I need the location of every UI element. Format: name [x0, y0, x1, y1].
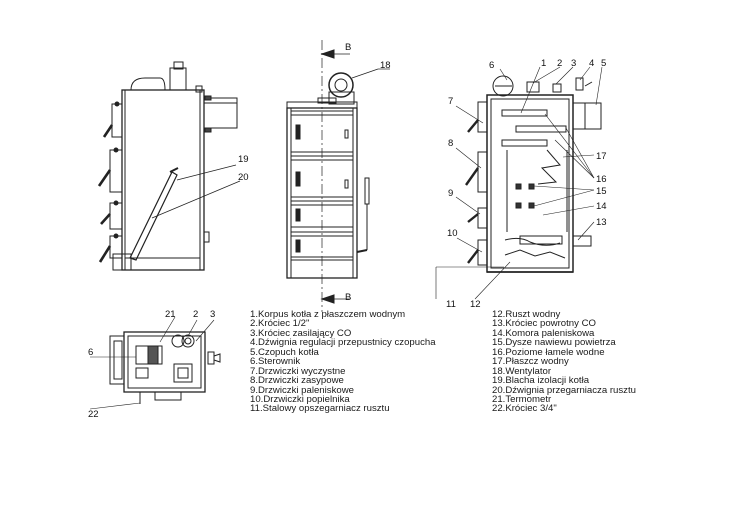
legend-item: 22.Króciec 3/4" — [492, 403, 557, 415]
legend-item: 18.Wentylator — [492, 365, 552, 377]
callout-21: 21 — [165, 309, 176, 320]
legend-item: 6.Sterownik — [250, 356, 301, 368]
callout-labels: 19 20 18 B B 6 1 2 3 4 5 7 8 9 10 17 16 … — [88, 42, 607, 420]
legend-item: 12.Ruszt wodny — [492, 309, 561, 320]
legend-item: 7.Drzwiczki wyczystne — [250, 365, 346, 377]
legend-item: 20.Dźwignia przegarniacza rusztu — [492, 384, 636, 396]
callout-13: 13 — [596, 217, 607, 228]
section-mark-bottom: B — [345, 292, 351, 303]
callout-2-top: 2 — [193, 309, 198, 320]
legend-item: 8.Drzwiczki zasypowe — [250, 375, 344, 387]
legend-item: 11.Stalowy opszegarniacz rusztu — [250, 403, 390, 415]
callout-11: 11 — [446, 299, 456, 310]
callout-3: 3 — [571, 58, 576, 69]
callout-6-top: 6 — [88, 347, 93, 358]
callout-10: 10 — [447, 228, 458, 239]
callout-19: 19 — [238, 154, 249, 165]
front-view — [286, 40, 390, 312]
callout-4: 4 — [589, 58, 594, 69]
legend-item: 5.Czopuch kotła — [250, 346, 319, 358]
side-view — [97, 61, 241, 271]
legend-item: 15.Dysze nawiewu powietrza — [492, 337, 616, 349]
callout-20: 20 — [238, 172, 249, 183]
section-view — [435, 66, 603, 300]
callout-8: 8 — [448, 138, 453, 149]
legend-item: 21.Termometr — [492, 393, 552, 405]
callout-1: 1 — [541, 58, 546, 69]
callout-6: 6 — [489, 60, 494, 71]
legend-item: 13.Króciec powrotny CO — [492, 318, 596, 330]
callout-9: 9 — [448, 188, 453, 199]
callout-3-top: 3 — [210, 309, 215, 320]
callout-7: 7 — [448, 96, 453, 107]
callout-14: 14 — [596, 201, 607, 212]
legend-item: 16.Poziome łamele wodne — [492, 346, 605, 358]
legend-item: 17.Płaszcz wodny — [492, 356, 569, 368]
legend-item: 19.Blacha izolacji kotła — [492, 375, 590, 387]
callout-2: 2 — [557, 58, 562, 69]
callout-18: 18 — [380, 60, 391, 71]
legend-item: 3.Króciec zasilający CO — [250, 327, 352, 339]
legend-item: 14.Komora paleniskowa — [492, 327, 595, 339]
callout-22: 22 — [88, 409, 99, 420]
legend-item: 1.Korpus kotła z płaszczem wodnym — [250, 309, 406, 320]
legend-item: 2.Króciec 1/2" — [250, 318, 310, 330]
section-mark-top: B — [345, 42, 351, 53]
callout-17: 17 — [596, 151, 607, 162]
legend-item: 9.Drzwiczki paleniskowe — [250, 384, 354, 396]
top-view — [89, 316, 221, 410]
legend-item: 10.Drzwiczki popielnika — [250, 393, 350, 405]
callout-16: 16 — [596, 174, 607, 185]
callout-15: 15 — [596, 186, 607, 197]
callout-5: 5 — [601, 58, 606, 69]
legend-item: 4.Dźwignia regulacji przepustnicy czopuc… — [250, 337, 436, 349]
callout-12: 12 — [470, 299, 481, 310]
